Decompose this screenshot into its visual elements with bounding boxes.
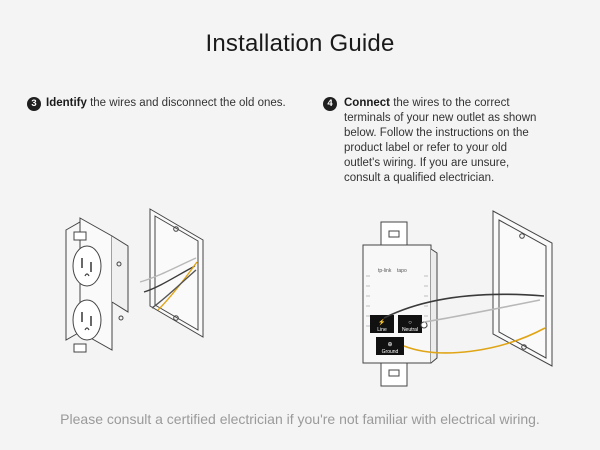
old-wires xyxy=(139,257,198,311)
page-title: Installation Guide xyxy=(205,30,395,57)
safety-footer-note: Please consult a certified electrician i… xyxy=(60,411,540,427)
step-keyword: Identify xyxy=(46,97,87,109)
neutral-terminal-label xyxy=(398,315,422,333)
line-bolt-icon: ⚡ xyxy=(378,318,385,326)
line-terminal-label xyxy=(370,315,394,333)
ground-terminal-label xyxy=(376,337,404,355)
neutral-circle-icon: ○ xyxy=(408,320,412,326)
wall-box-left xyxy=(149,208,204,338)
line-wire xyxy=(383,293,545,319)
neutral-wire xyxy=(423,299,541,323)
step-text: the wires and disconnect the old ones. xyxy=(86,97,286,109)
brand-tapo: tapo xyxy=(397,268,407,274)
ground-wire xyxy=(403,327,546,354)
step-number-badge: 4 xyxy=(323,97,337,111)
neutral-label-text: Neutral xyxy=(402,327,418,333)
new-outlet-diagram: tp-link tapo ⚡ Line ○ Neutral ⊕ Ground xyxy=(362,210,553,387)
brand-tp-link: tp-link xyxy=(378,268,392,274)
new-wires xyxy=(383,293,546,354)
line-label-text: Line xyxy=(377,327,387,333)
step-3-instruction: 3 Identify the wires and disconnect the o… xyxy=(27,96,317,111)
smart-outlet-device xyxy=(362,221,438,387)
old-outlet xyxy=(65,217,129,353)
step-keyword: Connect xyxy=(344,97,390,109)
ground-label-text: Ground xyxy=(382,349,399,355)
step-number-badge: 3 xyxy=(27,97,41,111)
wall-box-right xyxy=(492,210,553,367)
old-outlet-diagram xyxy=(65,208,204,353)
step-text: the wires to the correct terminals of yo… xyxy=(344,97,537,184)
ground-symbol-icon: ⊕ xyxy=(387,342,392,348)
